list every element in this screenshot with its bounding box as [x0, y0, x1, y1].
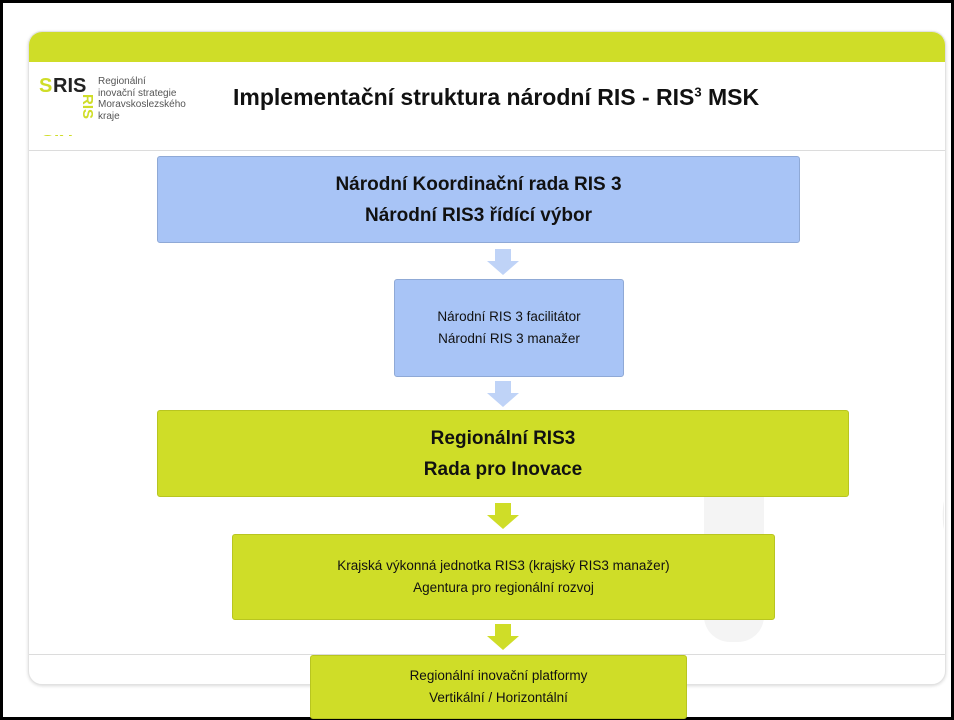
- footer-divider: [29, 654, 945, 655]
- node-line: Národní RIS 3 facilitátor: [437, 309, 581, 324]
- svg-text:RIS: RIS: [53, 75, 86, 97]
- ris-logo-icon: S RIS RIS RIS: [39, 75, 96, 136]
- logo-line: Moravskoslezského: [98, 99, 186, 110]
- node-regional-executive: Krajská výkonná jednotka RIS3 (krajský R…: [232, 534, 775, 620]
- svg-text:S: S: [39, 75, 52, 97]
- down-arrow-icon: [487, 503, 519, 529]
- down-arrow-icon: [487, 381, 519, 407]
- node-national-council: Národní Koordinační rada RIS 3 Národní R…: [157, 156, 800, 243]
- title-end: MSK: [701, 84, 760, 110]
- node-line: Agentura pro regionální rozvoj: [413, 580, 594, 595]
- svg-text:RIS: RIS: [916, 342, 944, 559]
- title-superscript: 3: [694, 84, 702, 100]
- svg-text:RIS: RIS: [79, 94, 96, 119]
- node-innovation-platforms: Regionální inovační platformy Vertikální…: [310, 655, 687, 719]
- down-arrow-icon: [487, 249, 519, 275]
- logo-line: kraje: [98, 110, 120, 122]
- node-line: Krajská výkonná jednotka RIS3 (krajský R…: [337, 558, 670, 573]
- slide-title: Implementační struktura národní RIS - RI…: [233, 84, 759, 111]
- node-line: Regionální inovační platformy: [409, 668, 588, 683]
- header-divider: [29, 150, 945, 151]
- logo-caption: Regionální inovační strategie Moravskosl…: [98, 76, 186, 122]
- node-line: Národní RIS 3 manažer: [438, 331, 580, 346]
- down-arrow-icon: [487, 624, 519, 650]
- node-national-facilitator: Národní RIS 3 facilitátor Národní RIS 3 …: [394, 279, 624, 377]
- ris-watermark-icon: RIS: [704, 342, 944, 642]
- logo-line: Regionální: [98, 76, 146, 87]
- header-band: [29, 32, 945, 62]
- logo-line: inovační strategie: [98, 87, 177, 99]
- node-line: Národní RIS3 řídící výbor: [365, 204, 592, 226]
- node-line: Vertikální / Horizontální: [429, 690, 568, 705]
- node-regional-council: Regionální RIS3 Rada pro Inovace: [157, 410, 849, 497]
- title-text: Implementační struktura národní RIS - RI…: [233, 84, 695, 110]
- node-line: Národní Koordinační rada RIS 3: [335, 173, 622, 195]
- node-line: Rada pro Inovace: [423, 458, 583, 480]
- svg-text:RIS: RIS: [41, 130, 73, 136]
- node-line: Regionální RIS3: [430, 427, 576, 449]
